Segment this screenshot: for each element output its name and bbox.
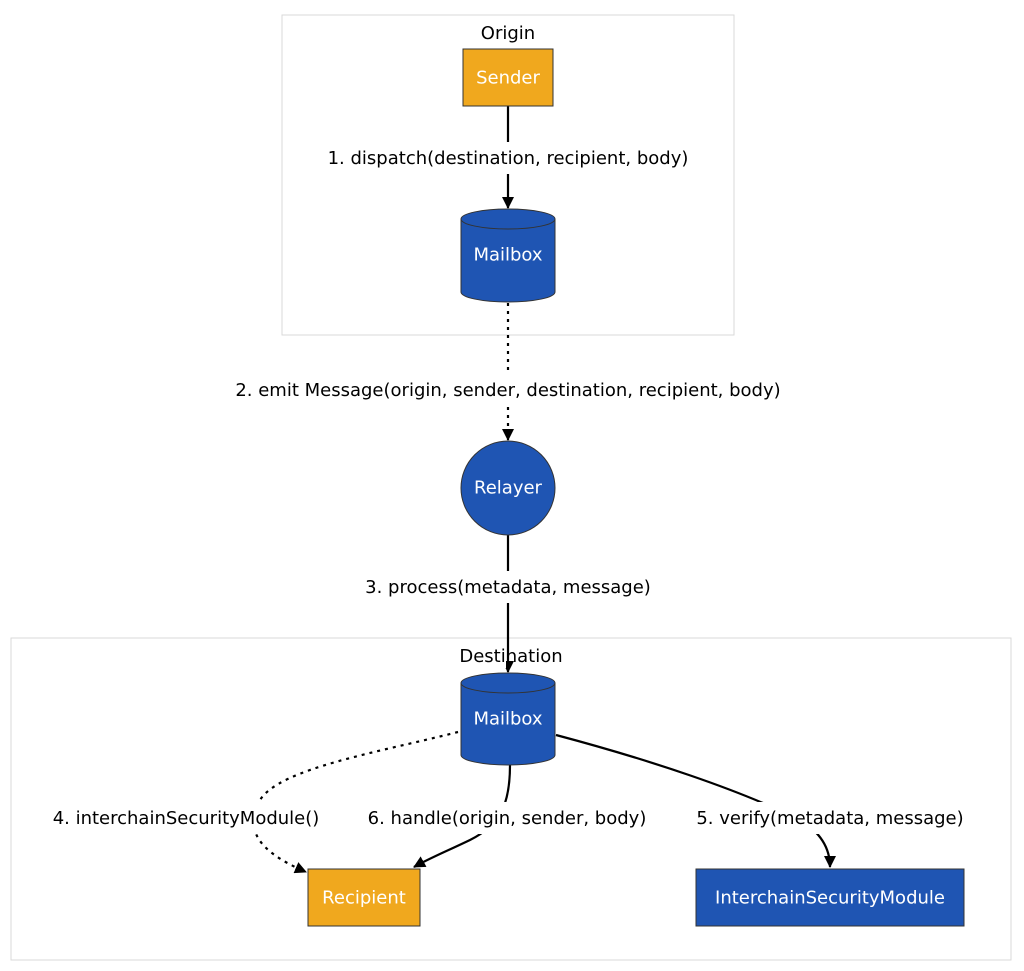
- sender-box: [462, 48, 554, 107]
- edge-handle: [413, 764, 512, 868]
- origin-cluster-title: Origin: [481, 23, 535, 44]
- edge-label-emit: 2. emit Message(origin, sender, destinat…: [208, 374, 808, 406]
- edge-label-process: 3. process(metadata, message): [354, 571, 664, 603]
- edge-label-ism-query: 4. interchainSecurityModule(): [37, 802, 337, 834]
- ism-node: InterchainSecurityModule: [695, 868, 965, 927]
- destination-mailbox-cylinder: [460, 672, 556, 766]
- edge-label-handle: 6. handle(origin, sender, body): [353, 802, 661, 834]
- relayer-node: Relayer: [460, 440, 556, 536]
- svg-text:1. dispatch(destination, recip: 1. dispatch(destination, recipient, body…: [328, 148, 689, 169]
- destination-mailbox-label: Mailbox: [473, 709, 542, 730]
- relayer-label: Relayer: [474, 478, 543, 499]
- edge-label-dispatch: 1. dispatch(destination, recipient, body…: [304, 142, 712, 174]
- recipient-label: Recipient: [322, 888, 406, 909]
- origin-mailbox-label: Mailbox: [473, 245, 542, 266]
- svg-text:6. handle(origin, sender, body: 6. handle(origin, sender, body): [368, 808, 647, 829]
- svg-text:2. emit Message(origin, sender: 2. emit Message(origin, sender, destinat…: [235, 380, 780, 401]
- ism-label: InterchainSecurityModule: [715, 888, 945, 909]
- svg-text:5. verify(metadata, message): 5. verify(metadata, message): [696, 808, 963, 829]
- sender-node: Sender: [462, 48, 554, 107]
- sender-label: Sender: [476, 68, 540, 89]
- edge-ism-query: [252, 730, 459, 874]
- origin-mailbox-node: Mailbox: [460, 208, 556, 303]
- edge-verify: [555, 733, 836, 868]
- destination-cluster-title: Destination: [459, 646, 562, 667]
- relayer-circle: [460, 440, 556, 536]
- svg-text:3. process(metadata, message): 3. process(metadata, message): [365, 577, 651, 598]
- recipient-box: [307, 868, 421, 927]
- destination-mailbox-node: Mailbox: [460, 672, 556, 766]
- edge-label-verify: 5. verify(metadata, message): [682, 802, 980, 834]
- origin-mailbox-cylinder: [460, 208, 556, 303]
- ism-box: [695, 868, 965, 927]
- svg-text:4. interchainSecurityModule(): 4. interchainSecurityModule(): [53, 808, 320, 829]
- recipient-node: Recipient: [307, 868, 421, 927]
